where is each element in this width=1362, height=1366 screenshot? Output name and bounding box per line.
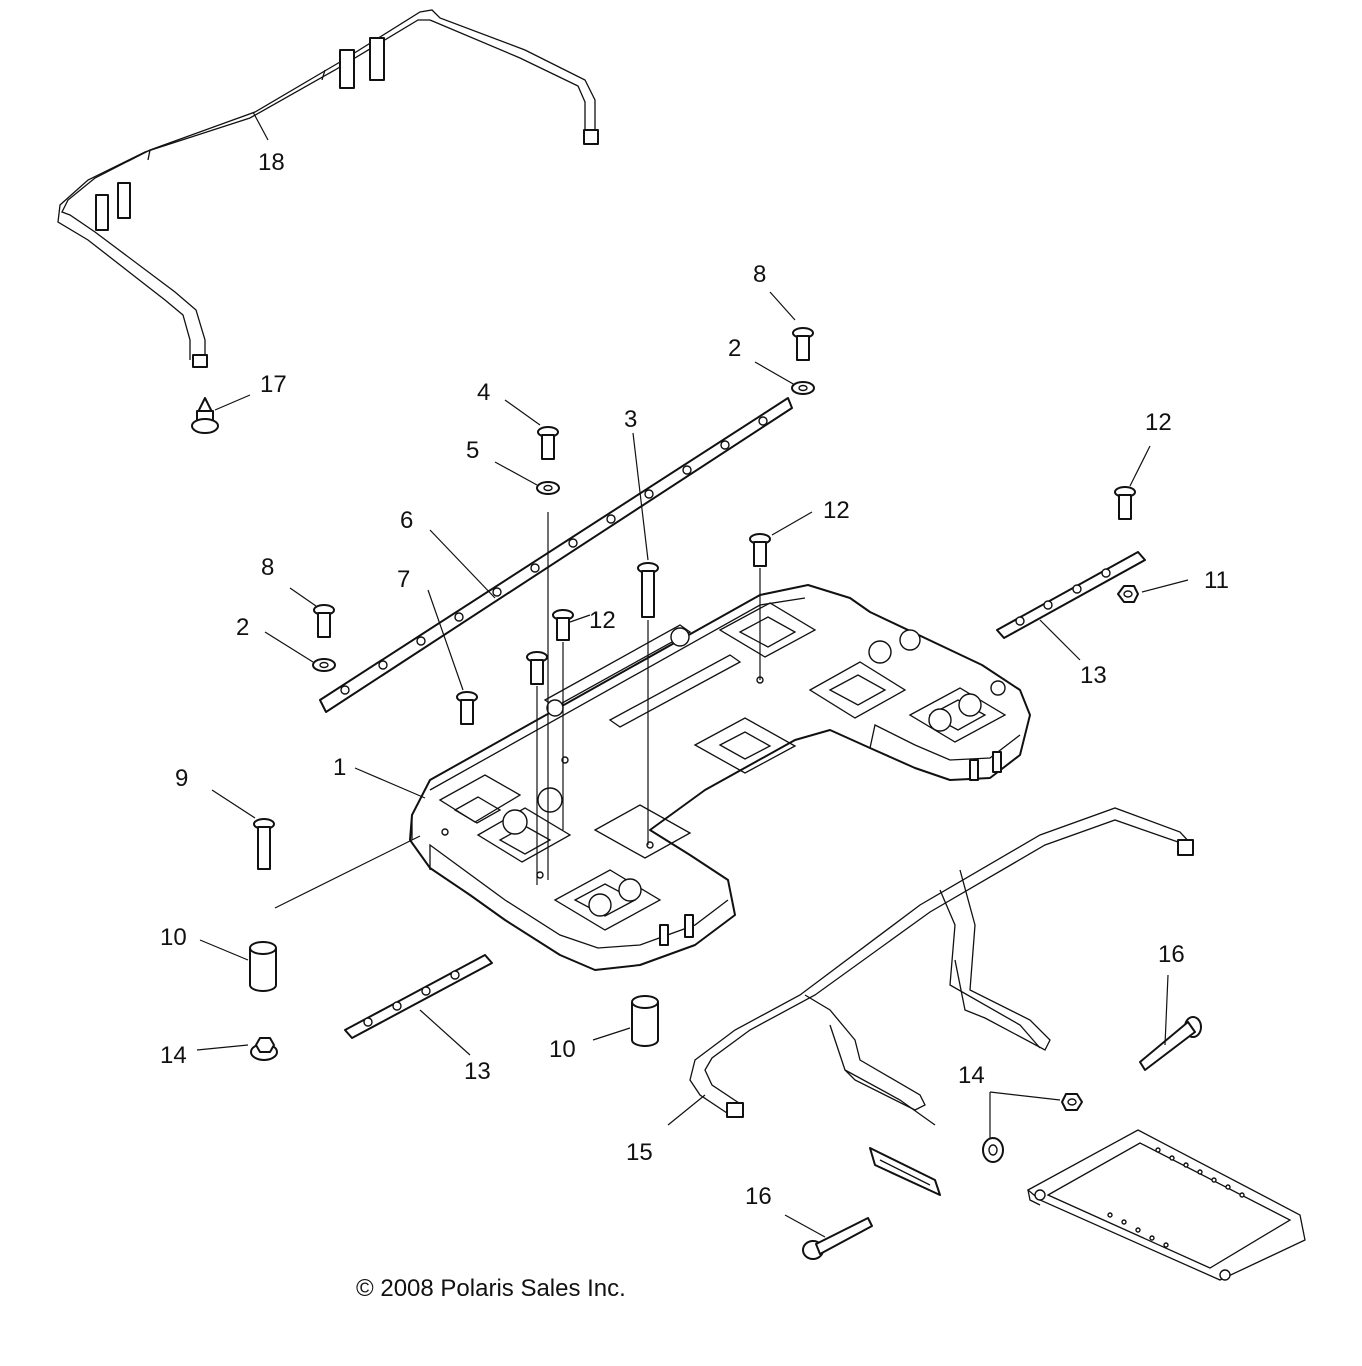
callout-18: 18 (258, 149, 285, 176)
part-5-washer (536, 481, 560, 495)
callout-12-right: 12 (1145, 409, 1172, 436)
callout-8-left: 8 (261, 554, 274, 581)
callout-17: 17 (260, 371, 287, 398)
callout-13-left: 13 (464, 1058, 491, 1085)
callout-12-center: 12 (823, 497, 850, 524)
callout-12-left: 12 (589, 607, 616, 634)
part-2-washer-left (312, 658, 336, 672)
part-16-bolt-right (1139, 1016, 1202, 1071)
callout-1: 1 (333, 754, 346, 781)
part-13-strip-right (996, 551, 1146, 639)
callout-8-upper: 8 (753, 261, 766, 288)
alignment-lines (536, 512, 761, 885)
callout-4: 4 (477, 379, 490, 406)
part-2-washer-upper (791, 381, 815, 395)
callout-16-bottom: 16 (745, 1183, 772, 1210)
part-18-rail (57, 9, 599, 368)
callout-3: 3 (624, 406, 637, 433)
copyright-notice: © 2008 Polaris Sales Inc. (356, 1275, 626, 1302)
callout-13-right: 13 (1080, 662, 1107, 689)
part-12-bolt-right (1114, 486, 1136, 520)
part-14-nut-right (1061, 1093, 1083, 1111)
part-14-nut-left (250, 1037, 278, 1061)
part-1-rack (409, 584, 1031, 971)
callout-10-center: 10 (549, 1036, 576, 1063)
leader-lines (196, 111, 1189, 1238)
part-12-bolt-left (526, 609, 574, 685)
callout-labels: 18 17 8 2 4 5 3 6 7 8 2 12 12 12 11 13 1… (160, 149, 1229, 1302)
part-12-bolt-center (749, 533, 771, 567)
part-4-bolt (537, 426, 559, 460)
callout-10-left: 10 (160, 924, 187, 951)
part-7-bolt (456, 691, 478, 725)
part-17-rivet (191, 397, 219, 434)
callout-9: 9 (175, 765, 188, 792)
part-14-grommet (982, 1137, 1004, 1163)
callout-14-right: 14 (958, 1062, 985, 1089)
part-9-long-bolt (253, 818, 275, 870)
callout-2-upper: 2 (728, 335, 741, 362)
callout-6: 6 (400, 507, 413, 534)
rear-frame (1026, 1129, 1306, 1281)
callout-11: 11 (1204, 567, 1229, 594)
part-13-strip-left (344, 954, 493, 1039)
callout-14-left: 14 (160, 1042, 187, 1069)
part-6-rail-strip (319, 397, 793, 713)
part-15-frame (689, 807, 1194, 1196)
part-10-spacer-left (249, 941, 277, 992)
callout-16-right: 16 (1158, 941, 1185, 968)
callout-15: 15 (626, 1139, 653, 1166)
callout-7: 7 (397, 566, 410, 593)
part-8-bolt-left (313, 604, 335, 638)
part-8-bolt-upper (792, 327, 814, 361)
callout-5: 5 (466, 437, 479, 464)
part-10-spacer-center (631, 995, 659, 1047)
callout-2-left: 2 (236, 614, 249, 641)
part-16-bolt-bottom (802, 1217, 873, 1260)
part-3-long-bolt (637, 562, 659, 618)
part-11-nut (1117, 585, 1139, 603)
